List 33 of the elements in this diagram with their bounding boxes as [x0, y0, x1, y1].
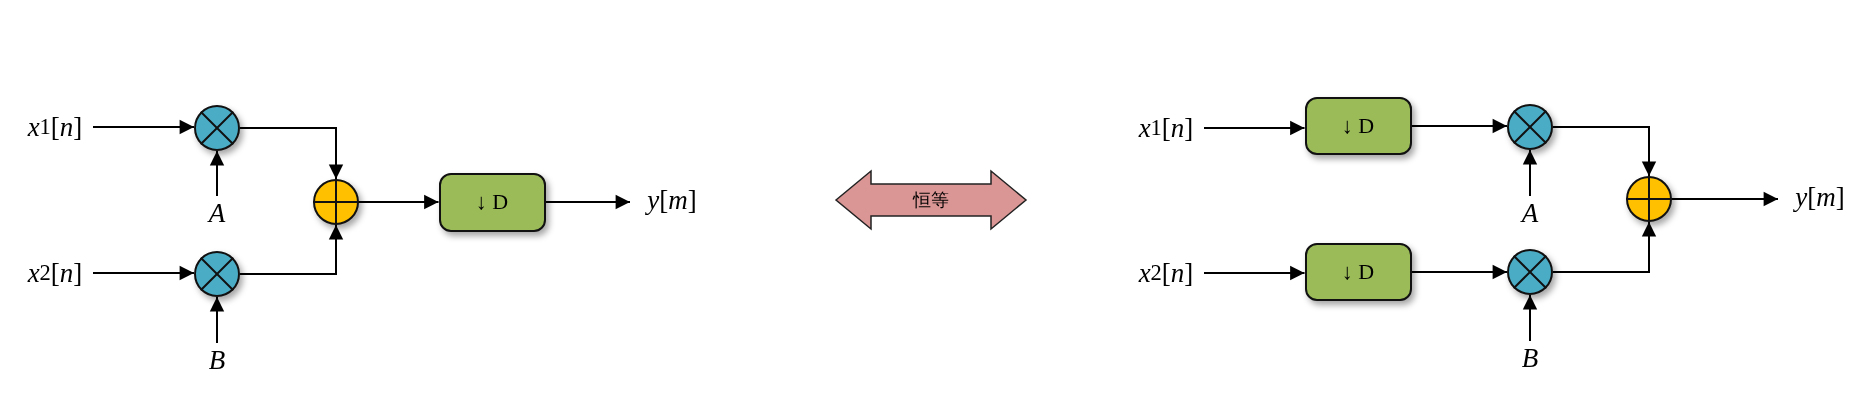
arrow [1203, 265, 1306, 281]
downsampler-block: ↓ D [1304, 243, 1412, 301]
input-label: A [202, 196, 232, 230]
arrow [1522, 294, 1538, 342]
input-label: B [1515, 341, 1545, 375]
arrow [1522, 149, 1538, 197]
downsampler-block: ↓ D [1304, 97, 1412, 155]
adder-symbol [1626, 176, 1672, 222]
multiplier-symbol [194, 105, 240, 151]
multiplier-symbol [1507, 249, 1553, 295]
input-label: B [202, 343, 232, 377]
arrow [209, 296, 225, 344]
downsampler-block: ↓ D [438, 172, 546, 232]
arrow [1410, 264, 1508, 280]
arrow [1671, 191, 1779, 207]
arrow [239, 224, 344, 275]
arrow [544, 194, 631, 210]
arrow [1552, 126, 1657, 177]
arrow [92, 119, 195, 135]
arrow [239, 127, 344, 180]
arrow [1552, 221, 1657, 273]
arrow [358, 194, 440, 210]
double-arrow: 恒等 [835, 170, 1027, 230]
adder-symbol [313, 179, 359, 225]
arrow [1410, 118, 1508, 134]
arrow [209, 150, 225, 197]
multiplier-symbol [194, 251, 240, 297]
signal-label: y[m] [1778, 177, 1860, 217]
signal-label: y[m] [630, 180, 714, 220]
arrow [1203, 120, 1306, 136]
multiplier-symbol [1507, 104, 1553, 150]
input-label: A [1515, 196, 1545, 230]
arrow [92, 265, 195, 281]
